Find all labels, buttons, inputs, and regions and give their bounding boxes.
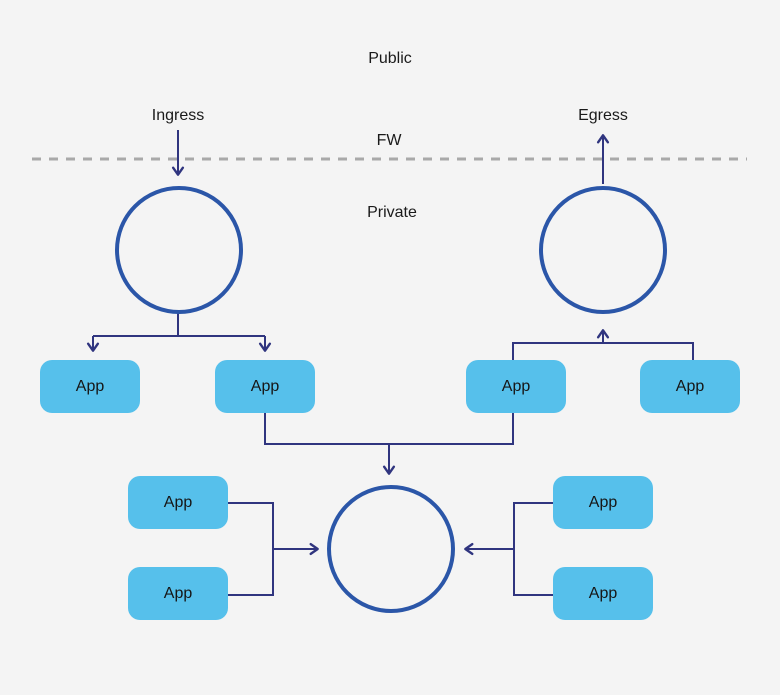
left-apps-connector [228, 502, 274, 596]
app-node-6: App [128, 567, 228, 620]
app-node-label: App [588, 493, 618, 511]
right-apps-connector [513, 502, 553, 596]
private-zone-label: Private [367, 204, 417, 221]
app-node-1: App [40, 360, 140, 413]
ingress-label: Ingress [151, 107, 205, 124]
app-node-2: App [215, 360, 315, 413]
app-node-label: App [675, 377, 705, 395]
app-node-5: App [128, 476, 228, 529]
app-node-label: App [163, 584, 193, 602]
app-node-label: App [75, 377, 105, 395]
egress-load-balancer-node [539, 186, 667, 314]
app-node-4: App [640, 360, 740, 413]
ingress-lb-tree-connector [93, 312, 265, 337]
app-node-label: App [588, 584, 618, 602]
app-node-label: App [163, 493, 193, 511]
apps-to-internal-lb-connector [264, 413, 514, 445]
app-node-7: App [553, 476, 653, 529]
egress-lb-tree-connector [512, 342, 694, 360]
egress-label: Egress [578, 107, 628, 124]
public-zone-label: Public [368, 50, 412, 67]
app-node-label: App [501, 377, 531, 395]
ingress-load-balancer-node [115, 186, 243, 314]
app-node-8: App [553, 567, 653, 620]
internal-load-balancer-node [327, 485, 455, 613]
firewall-label: FW [376, 132, 402, 149]
app-node-3: App [466, 360, 566, 413]
app-node-label: App [250, 377, 280, 395]
